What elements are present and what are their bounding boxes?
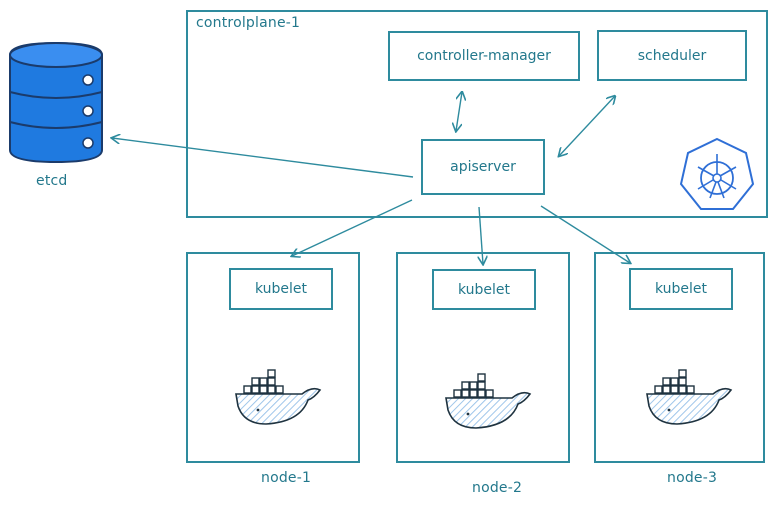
apiserver-label: apiserver (450, 159, 516, 175)
node-1-label: node-1 (261, 470, 312, 486)
etcd-label: etcd (36, 173, 68, 189)
node-1-kubelet-box: kubelet (229, 268, 333, 310)
controlplane-box (186, 10, 768, 218)
arrow-apiserver-to-etcd (112, 138, 414, 178)
node-3-kubelet-box: kubelet (629, 268, 733, 310)
node-1-box (186, 252, 360, 463)
node-3-kubelet-label: kubelet (654, 281, 708, 297)
node-1-kubelet-label: kubelet (254, 281, 308, 297)
node-2-kubelet-box: kubelet (432, 269, 536, 310)
node-2-kubelet-label: kubelet (457, 281, 511, 298)
node-3-docker-icon (646, 369, 732, 425)
node-2-docker-icon (445, 373, 531, 429)
node-2-label: node-2 (472, 480, 523, 496)
controller-manager-label: controller-manager (417, 48, 551, 64)
scheduler-label: scheduler (637, 47, 707, 64)
kubernetes-logo-icon (679, 137, 755, 210)
node-2-box (396, 252, 570, 463)
node-1-docker-icon (235, 369, 321, 425)
node-3-box (594, 252, 765, 463)
database-icon (9, 41, 103, 164)
scheduler-box: scheduler (597, 30, 747, 81)
arrow-controller-manager-apiserver (456, 92, 462, 131)
node-3-label: node-3 (667, 470, 718, 486)
apiserver-box: apiserver (421, 139, 545, 195)
arrow-apiserver-to-kubelet-1 (292, 199, 413, 256)
controlplane-title: controlplane-1 (196, 15, 301, 31)
controller-manager-box: controller-manager (388, 31, 580, 81)
arrow-scheduler-apiserver (559, 96, 615, 156)
